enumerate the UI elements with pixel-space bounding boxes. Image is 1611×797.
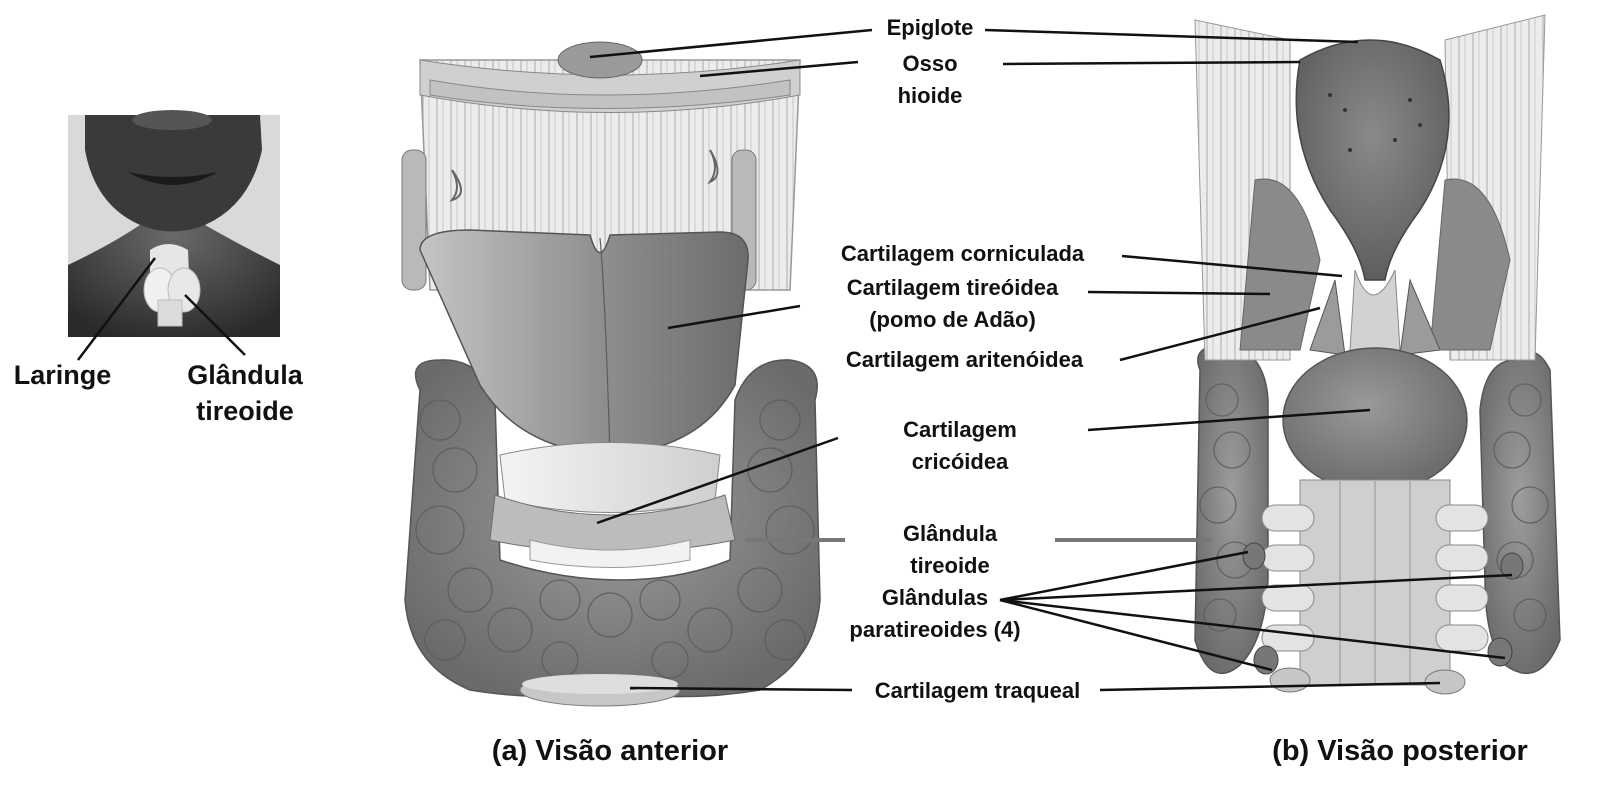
parathyroid-leader-2	[999, 573, 1513, 602]
label-epiglottis: Epiglote	[886, 15, 974, 40]
caption-posterior: (b) Visão posterior	[1272, 735, 1528, 767]
label-cricoid-2: cricóidea	[911, 449, 1009, 474]
thyroid-cartilage-leader-a	[667, 304, 801, 330]
parathyroid-leader-1	[999, 550, 1249, 602]
label-thyroid-gland-1: Glândula	[902, 521, 998, 546]
label-hyoid-2: hioide	[897, 83, 963, 108]
parathyroid-leader-4	[999, 598, 1506, 660]
label-parathyroid-1: Glândulas	[881, 585, 989, 610]
epiglottis-leader-a	[589, 28, 873, 59]
tracheal-leader-a	[629, 686, 853, 692]
cricoid-leader-a	[596, 436, 839, 525]
label-arytenoid: Cartilagem aritenóidea	[845, 347, 1084, 372]
posterior-view	[1194, 14, 1561, 695]
label-parathyroid-2: paratireoides (4)	[849, 617, 1021, 642]
hyoid-leader-b	[1002, 60, 1301, 66]
caption-anterior: (a) Visão anterior	[491, 735, 729, 767]
inset-larynx-leader	[77, 257, 156, 361]
label-tracheal: Cartilagem traqueal	[874, 678, 1081, 703]
cricoid-leader-b	[1087, 408, 1371, 432]
label-hyoid-1: Osso	[902, 51, 958, 76]
leader-lines	[589, 28, 1513, 692]
thyroid-cartilage-leader-b	[1087, 290, 1271, 296]
hyoid-leader-a	[699, 60, 859, 78]
tracheal-leader-b	[1099, 681, 1441, 692]
label-corniculate: Cartilagem corniculada	[840, 241, 1085, 266]
label-cricoid-1: Cartilagem	[903, 417, 1017, 442]
label-thyroid-cartilage-1: Cartilagem tireóidea	[846, 275, 1059, 300]
arytenoid-leader	[1119, 306, 1321, 362]
anterior-view	[401, 41, 821, 707]
corniculate-leader	[1121, 254, 1343, 278]
inset-label-larynx: Laringe	[13, 360, 112, 390]
neck-inset	[68, 110, 280, 361]
label-thyroid-gland-2: tireoide	[910, 553, 990, 578]
inset-label-thyroid-2: tireoide	[196, 396, 294, 426]
inset-label-thyroid-1: Glândula	[187, 360, 303, 390]
parathyroid-leader-3	[999, 598, 1273, 672]
inset-thyroid-leader	[184, 294, 246, 356]
epiglottis-leader-b	[984, 28, 1359, 44]
label-thyroid-cartilage-2: (pomo de Adão)	[869, 307, 1036, 332]
